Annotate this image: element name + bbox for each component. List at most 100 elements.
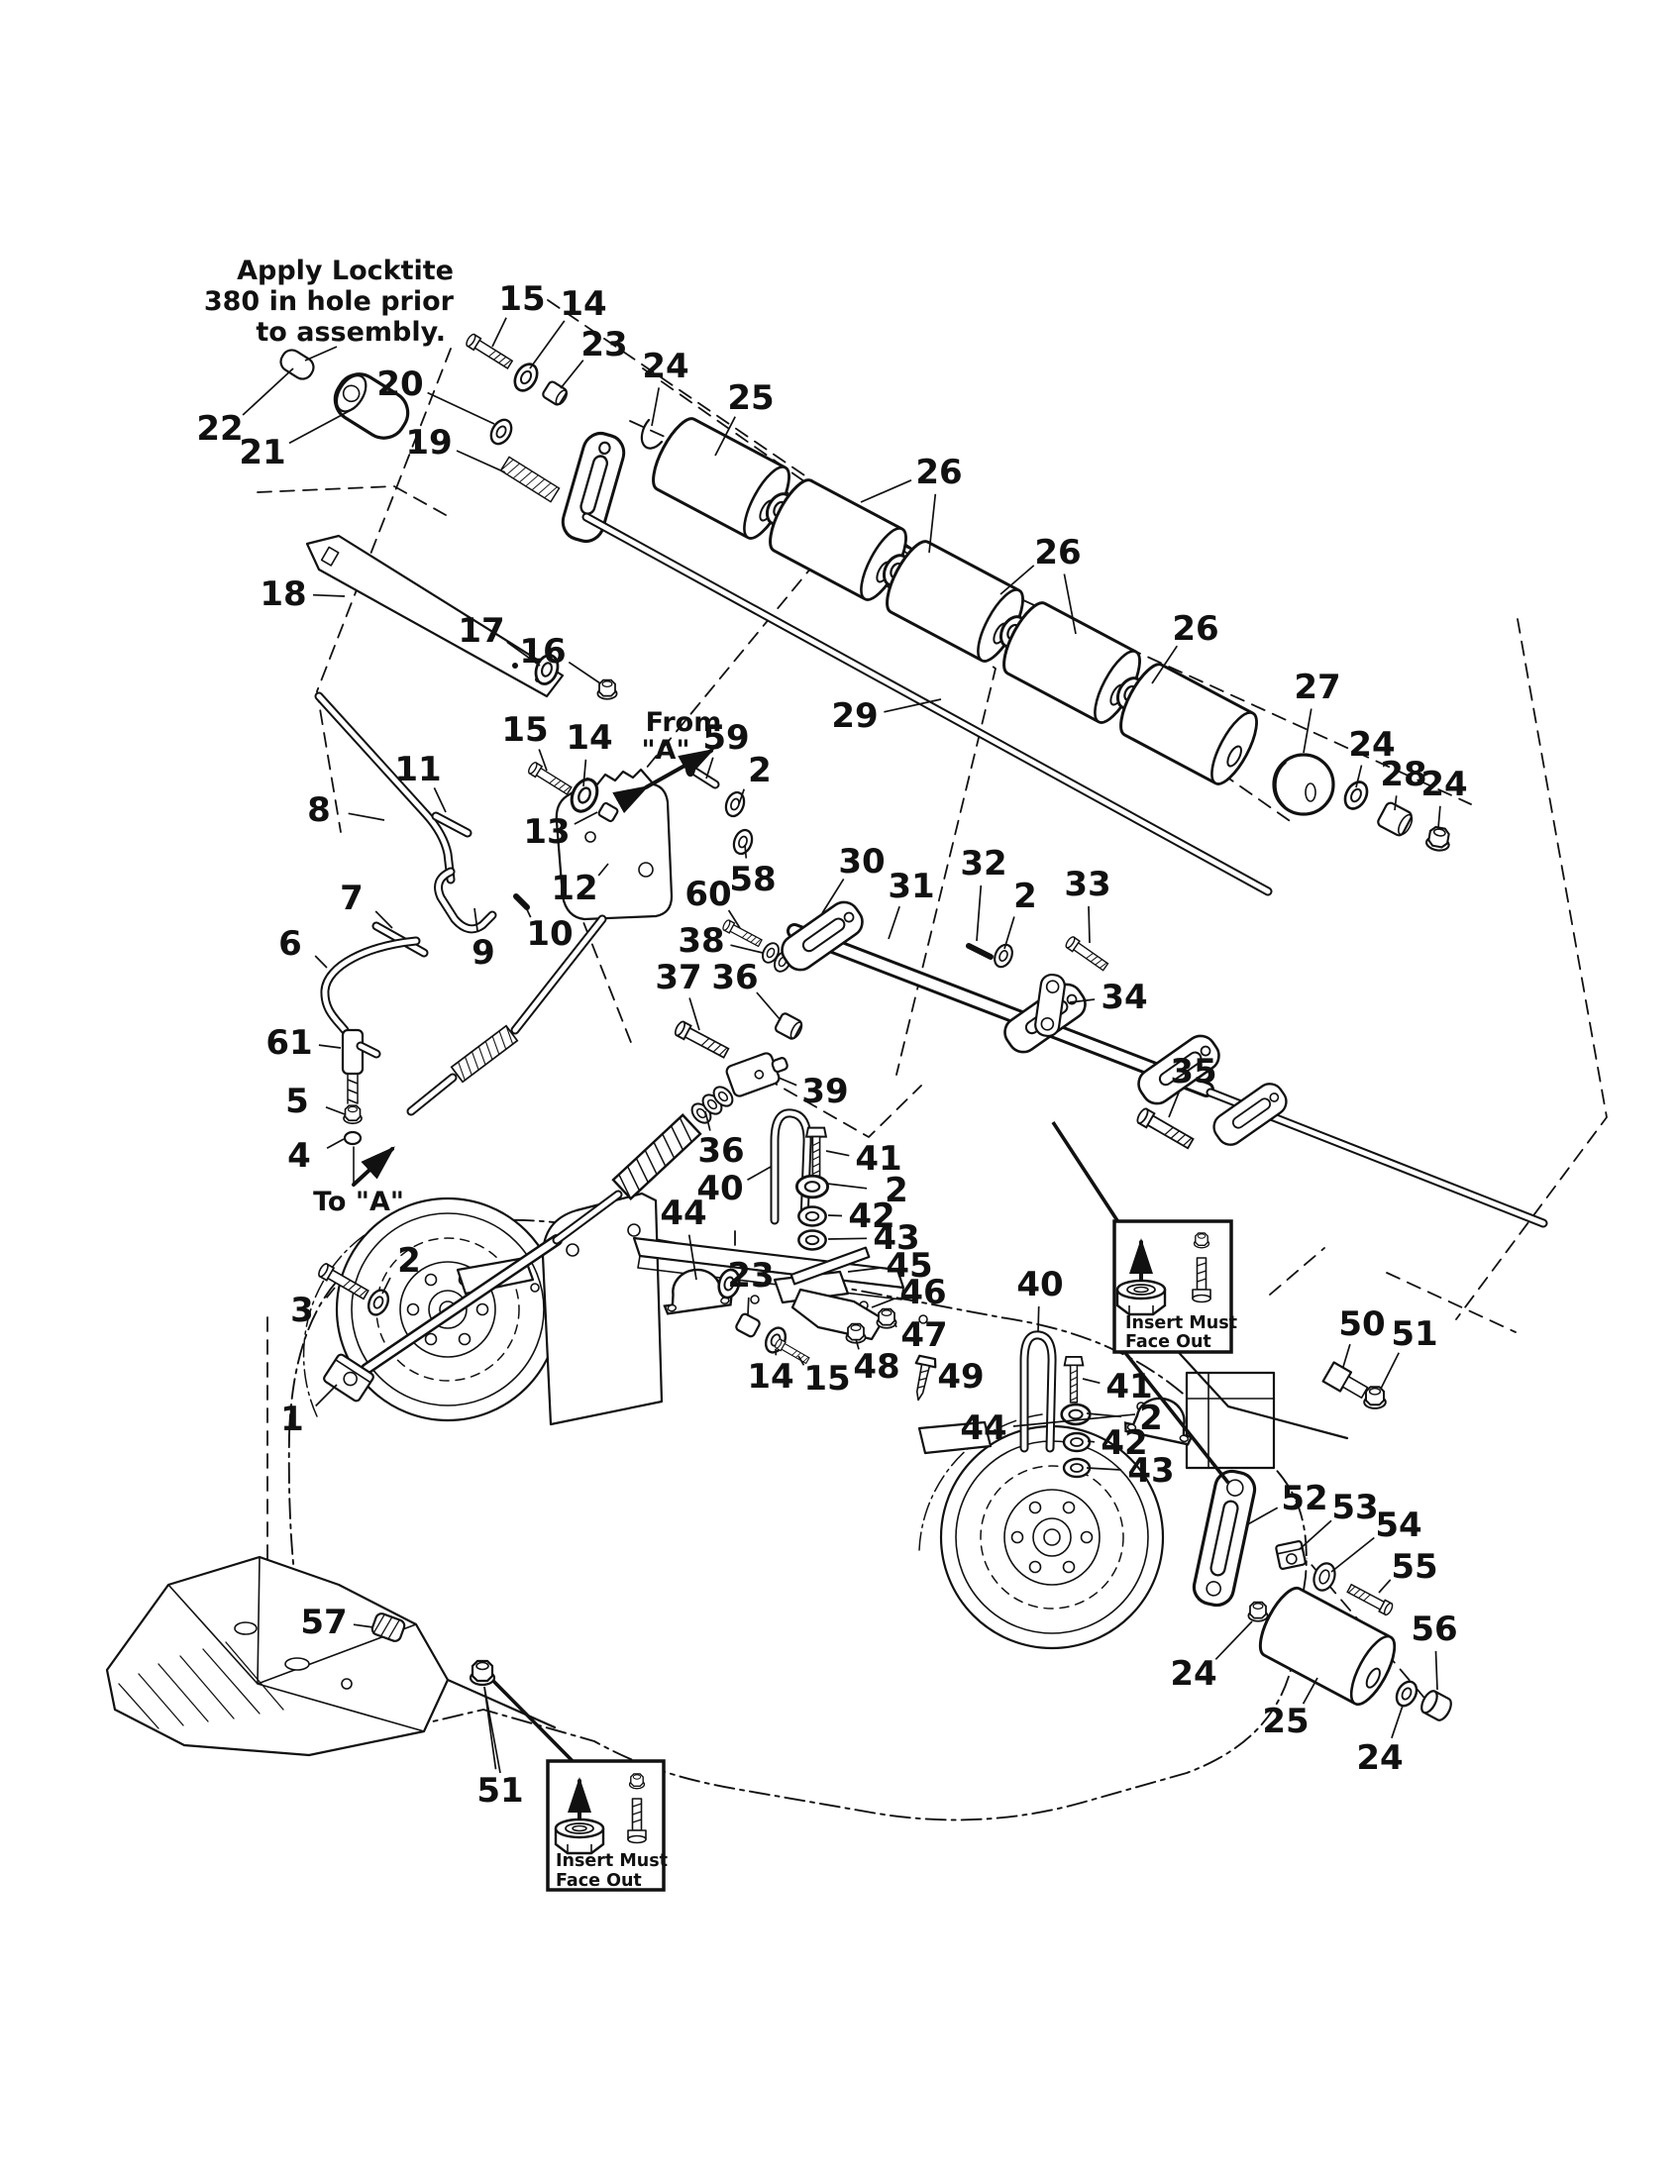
trunnion-39 <box>725 1048 791 1098</box>
part-number-text: 34 <box>1101 978 1147 1017</box>
part-number-text: 49 <box>937 1357 984 1397</box>
part-number-text: 18 <box>260 574 306 614</box>
part-number-text: 59 <box>702 718 749 758</box>
part-number-text: 61 <box>265 1023 312 1063</box>
leader-line <box>828 1238 867 1239</box>
locktite-note-line1: Apply Locktite <box>237 256 454 286</box>
nut-icon <box>1195 1233 1209 1248</box>
locknut-icon <box>1117 1281 1165 1314</box>
part-number-text: 46 <box>899 1273 946 1312</box>
part-number-text: 2 <box>397 1241 421 1281</box>
part-number-text: 54 <box>1375 1506 1421 1545</box>
leader-line <box>289 408 355 443</box>
deck-insert-nut <box>471 1661 494 1685</box>
part-label-40: 40 <box>1016 1265 1063 1331</box>
part-number-text: 2 <box>1013 877 1037 916</box>
detent-assembly <box>277 333 628 545</box>
part-number-text: 16 <box>519 632 566 672</box>
part-number-text: 22 <box>196 409 243 449</box>
part-label-21: 21 <box>239 408 355 472</box>
insert-box-1-line1: Insert Must <box>1125 1313 1237 1333</box>
leader-line <box>977 885 981 941</box>
part-number-text: 26 <box>1034 533 1081 572</box>
leader-line <box>349 813 384 820</box>
part-label-61: 61 <box>265 1023 341 1063</box>
part-number-text: 23 <box>727 1256 774 1296</box>
part-label-18: 18 <box>260 574 345 614</box>
leader-line <box>1436 1651 1438 1690</box>
leader-line <box>652 387 659 426</box>
part-number-text: 5 <box>285 1082 309 1121</box>
leader-line <box>313 595 345 596</box>
part-label-40: 40 <box>696 1167 771 1208</box>
part-number-text: 38 <box>678 921 724 961</box>
part-number-text: 33 <box>1064 865 1110 904</box>
part-number-text: 31 <box>888 867 934 906</box>
part-number-text: 43 <box>1127 1451 1174 1491</box>
part-number-text: 14 <box>566 718 612 758</box>
part-number-text: 39 <box>801 1072 848 1111</box>
leader-line <box>1304 1678 1317 1704</box>
part-number-text: 4 <box>287 1136 311 1176</box>
leader-line <box>826 1151 849 1156</box>
part-label-48: 48 <box>853 1339 899 1387</box>
leader-line <box>1331 1538 1374 1573</box>
part-label-5: 5 <box>285 1082 345 1121</box>
part-label-15: 15 <box>501 710 548 771</box>
part-number-text: 20 <box>376 364 423 404</box>
part-label-19: 19 <box>405 423 505 472</box>
leader-line <box>1392 1706 1403 1738</box>
leader-line <box>827 1184 867 1189</box>
part-number-text: 53 <box>1331 1488 1378 1527</box>
part-label-14: 14 <box>747 1349 793 1397</box>
part-number-text: 21 <box>239 433 285 472</box>
part-number-text: 14 <box>747 1357 793 1397</box>
leader-line <box>706 758 713 779</box>
part-label-8: 8 <box>307 790 384 830</box>
part-number-text: 36 <box>697 1131 744 1171</box>
insert-box-2-line2: Face Out <box>556 1871 642 1891</box>
part-number-text: 1 <box>280 1400 304 1439</box>
part-label-59: 59 <box>702 718 749 779</box>
part-number-text: 29 <box>831 696 878 736</box>
part-label-24: 24 <box>1356 1706 1403 1778</box>
part-label-23: 23 <box>561 325 628 388</box>
leader-line <box>779 1078 796 1086</box>
locknut-icon <box>556 1820 603 1853</box>
part-number-text: 47 <box>900 1315 947 1355</box>
part-number-text: 36 <box>711 958 758 997</box>
part-number-text: 44 <box>660 1194 706 1233</box>
part-number-text: 11 <box>394 750 441 789</box>
part-label-56: 56 <box>1411 1610 1457 1690</box>
leader-line <box>748 1167 772 1180</box>
locktite-note-line3: to assembly. <box>256 317 446 348</box>
part-number-text: 60 <box>684 875 731 914</box>
part-number-text: 52 <box>1281 1479 1327 1518</box>
part-label-2: 2 <box>1004 877 1037 949</box>
part-number-text: 12 <box>551 869 597 908</box>
part-number-text: 14 <box>560 284 606 324</box>
leader-line <box>757 992 781 1020</box>
part-number-text: 13 <box>523 812 570 852</box>
leader-line <box>748 1298 749 1315</box>
part-label-10: 10 <box>524 903 574 954</box>
part-number-text: 44 <box>960 1408 1006 1448</box>
part-label-35: 35 <box>1169 1052 1217 1117</box>
part-number-text: 3 <box>290 1291 314 1330</box>
leader-line <box>457 451 505 472</box>
part-number-text: 17 <box>458 611 504 651</box>
part-number-text: 15 <box>498 279 545 319</box>
leader-line <box>861 480 911 502</box>
part-number-text: 19 <box>405 423 452 463</box>
part-number-text: 57 <box>300 1603 347 1642</box>
part-number-text: 25 <box>1262 1702 1309 1741</box>
deck-side-plate <box>1187 1373 1274 1468</box>
part-label-47: 47 <box>894 1315 948 1355</box>
part-number-text: 40 <box>1016 1265 1063 1304</box>
part-number-text: 23 <box>580 325 627 364</box>
nut-icon <box>630 1774 645 1789</box>
part-number-text: 32 <box>960 844 1006 884</box>
insert-box-2-line1: Insert Must <box>556 1851 668 1871</box>
part-label-24: 24 <box>642 347 688 426</box>
part-number-text: 10 <box>526 914 573 954</box>
